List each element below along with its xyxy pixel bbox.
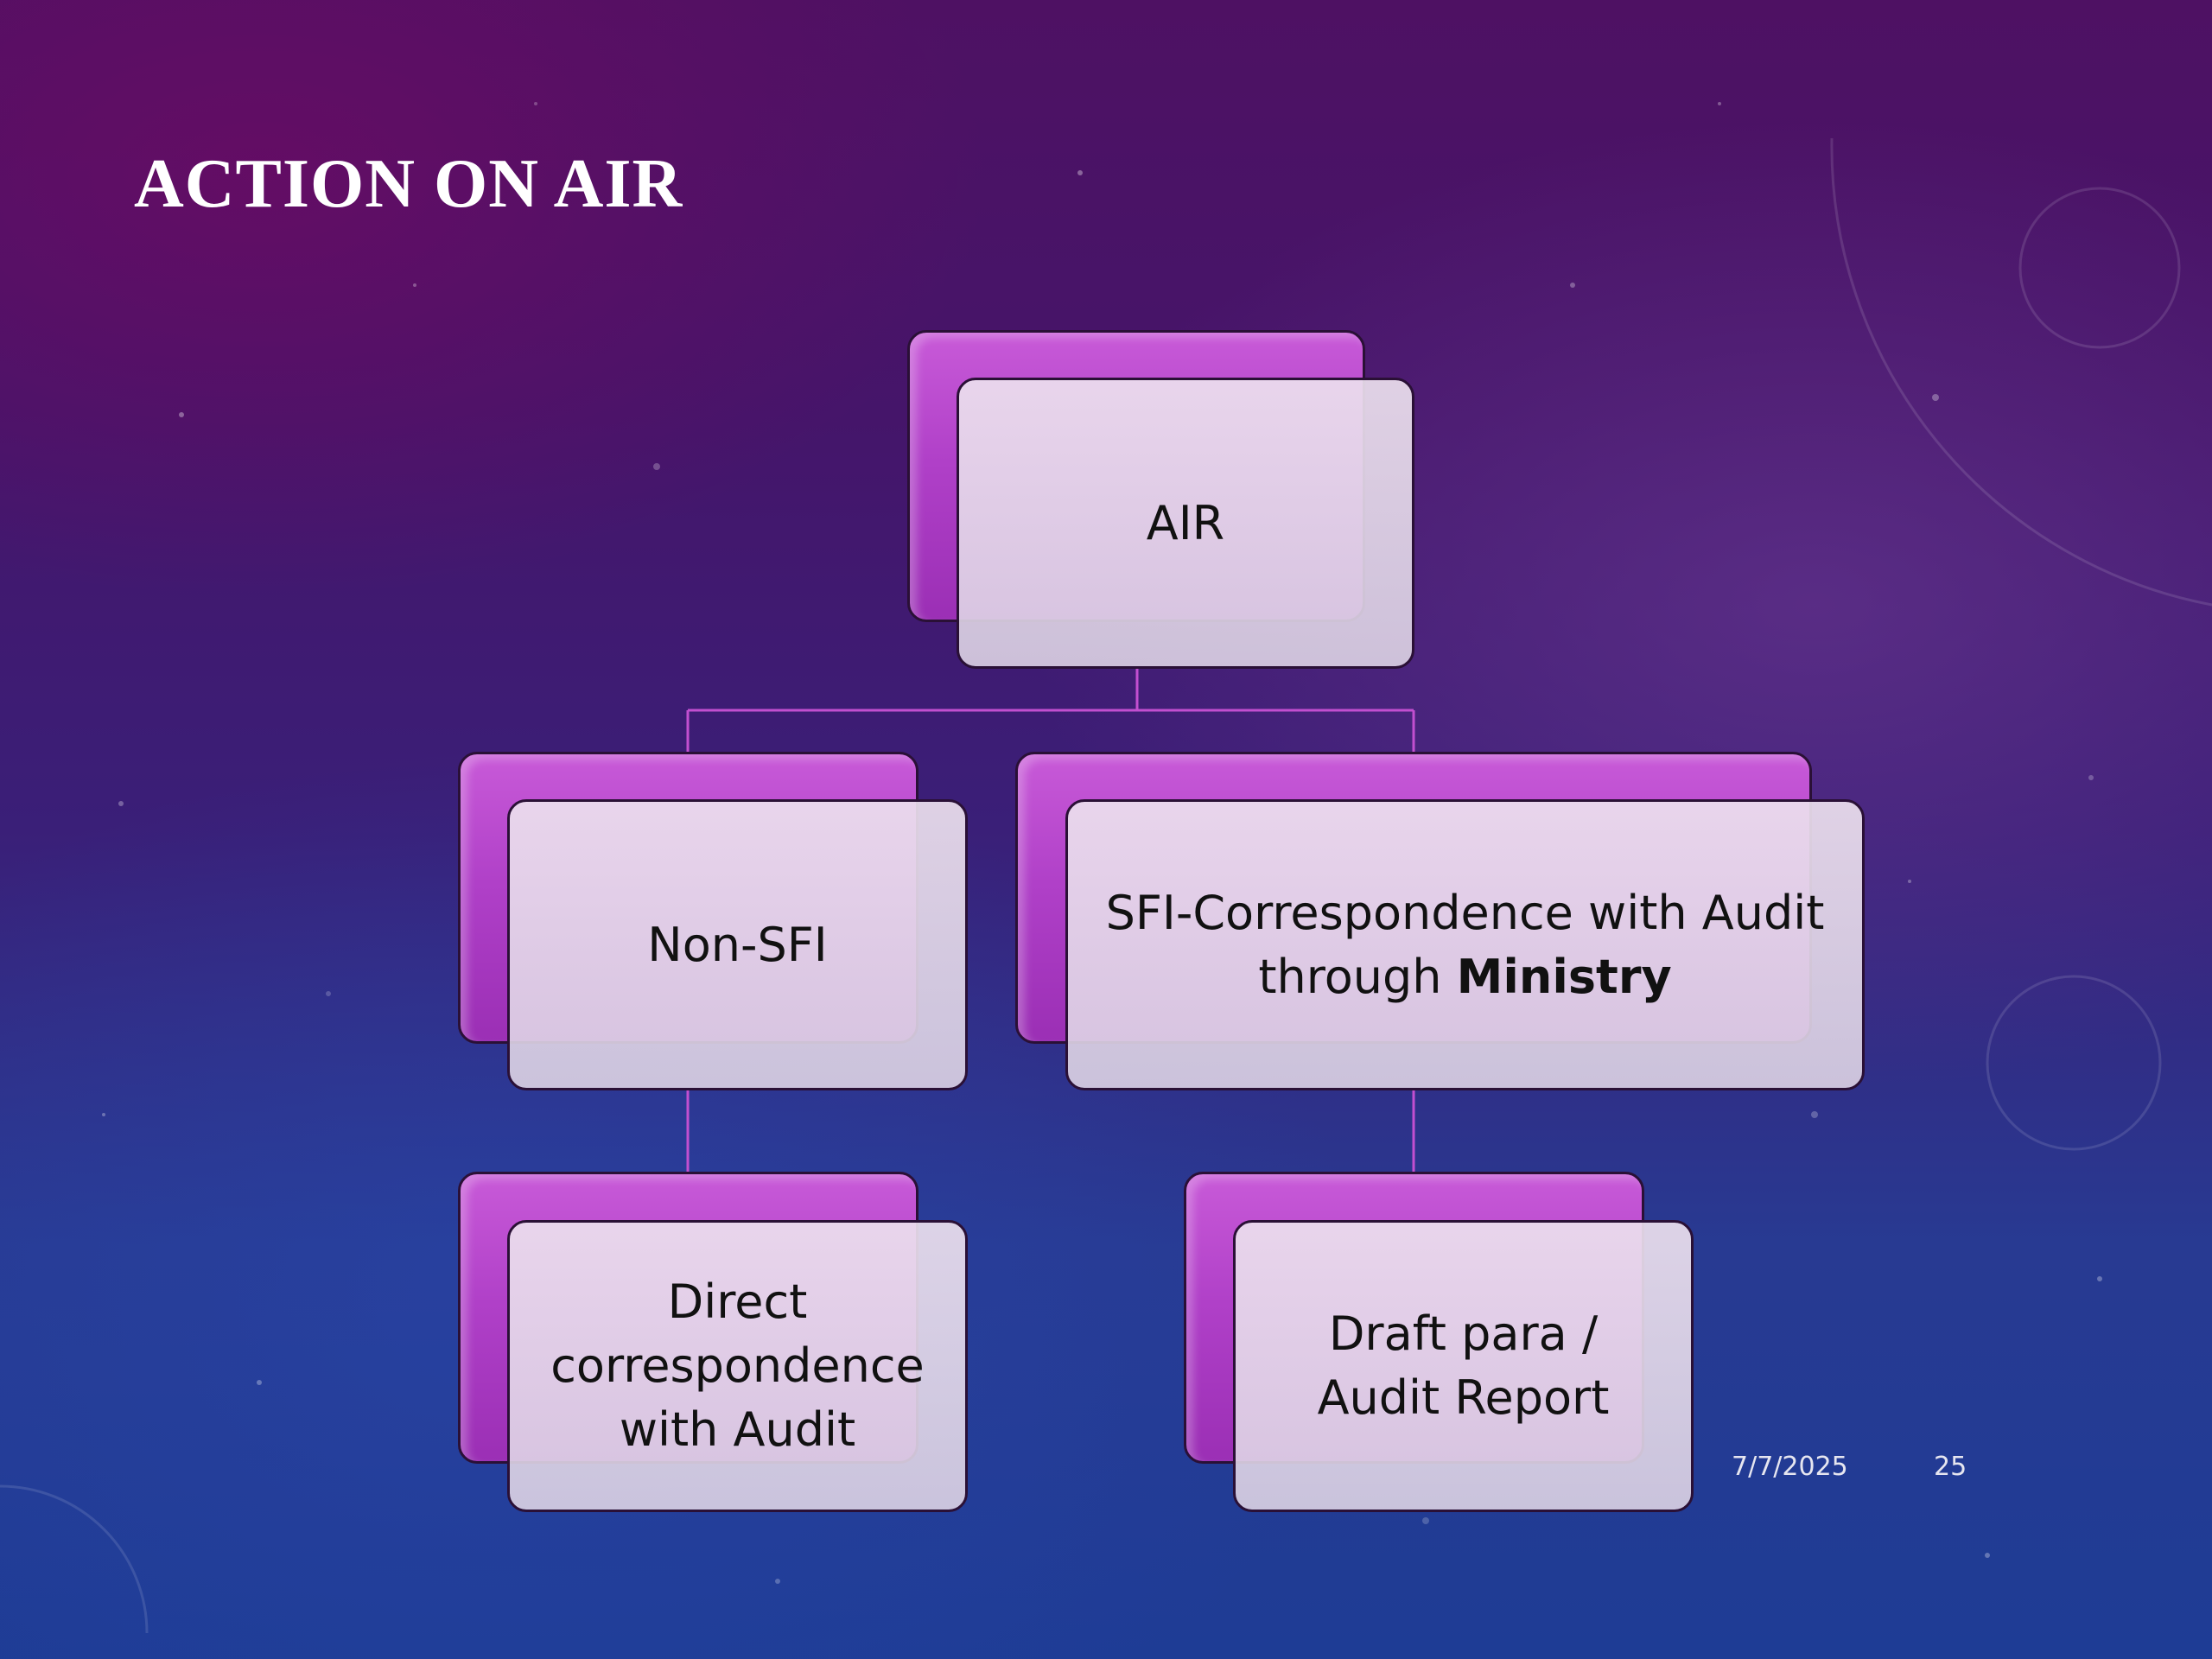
node-sfi: SFI-Correspondence with Audit through Mi… bbox=[1015, 752, 1865, 1090]
node-air-box: AIR bbox=[957, 378, 1414, 669]
node-non-sfi-box: Non-SFI bbox=[507, 799, 968, 1090]
slide-title: ACTION ON AIR bbox=[134, 146, 683, 222]
node-direct-correspondence: Direct correspondence with Audit bbox=[458, 1172, 968, 1512]
node-direct-box: Direct correspondence with Audit bbox=[507, 1220, 968, 1512]
slide-date: 7/7/2025 bbox=[1732, 1452, 1848, 1482]
node-non-sfi: Non-SFI bbox=[458, 752, 968, 1090]
node-draft-para: Draft para / Audit Report bbox=[1184, 1172, 1694, 1512]
node-air-label: AIR bbox=[1146, 495, 1225, 550]
node-non-sfi-label: Non-SFI bbox=[647, 917, 828, 972]
node-sfi-box: SFI-Correspondence with Audit through Mi… bbox=[1065, 799, 1865, 1090]
node-sfi-label-main: SFI-Correspondence with Audit through bbox=[1105, 885, 1825, 1004]
slide-page-number: 25 bbox=[1934, 1452, 1967, 1482]
node-sfi-label: SFI-Correspondence with Audit through Mi… bbox=[1089, 881, 1841, 1009]
node-draft-label: Draft para / Audit Report bbox=[1317, 1306, 1610, 1425]
node-sfi-label-bold: Ministry bbox=[1456, 949, 1672, 1004]
node-draft-box: Draft para / Audit Report bbox=[1233, 1220, 1694, 1512]
node-direct-label: Direct correspondence with Audit bbox=[550, 1274, 925, 1457]
node-air: AIR bbox=[907, 330, 1414, 669]
